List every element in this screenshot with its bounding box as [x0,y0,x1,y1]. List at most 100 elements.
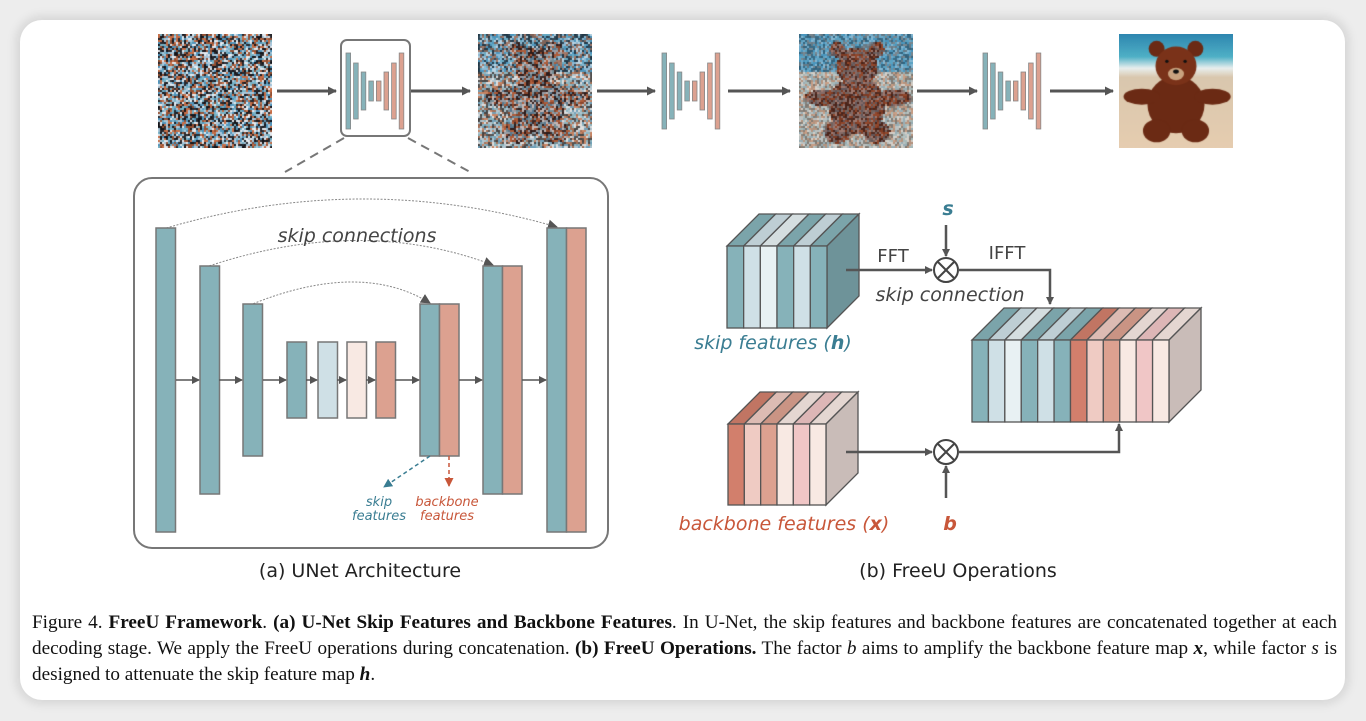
skip-features-pointer [383,455,431,488]
freeu-subcaption: (b) FreeU Operations [859,560,1057,582]
zoom-dashed-line [284,137,345,173]
block-channel [1102,339,1121,423]
skip-arc-inner [249,281,431,306]
block-channel [809,245,828,329]
multiply-operator-s [933,257,959,283]
backbone-features-x-label: backbone features (x) [679,513,890,535]
unet-icon-bar [391,62,397,120]
unet-icon-bar [997,71,1004,111]
fft-label: FFT [877,246,909,267]
block-channel [1004,339,1022,423]
caption-part-b-title: (b) FreeU Operations. [575,638,757,659]
unet-bar [317,341,339,419]
block-channel [1086,339,1104,423]
unet-icon-bar [368,80,374,102]
block-channel [987,339,1006,423]
pipeline-image-noisy-bear [478,34,592,148]
skip-features-label-1: skip [366,495,392,510]
unet-icon-bar [676,71,683,111]
block-channel [727,423,745,506]
unet-bar [286,341,308,419]
unet-icon-bar [990,62,996,120]
unet-icon-bar [699,71,705,111]
block-channel [793,245,811,329]
caption-part-b-text-2: aims to amplify the backbone feature map [861,638,1189,659]
block-channel [1135,339,1154,423]
block-channel [809,423,827,506]
unet-backbone-bar [565,227,587,533]
caption-part-b-text-4: is designed to attenuate the skip featur… [32,638,1338,685]
zoom-dashed-line [407,137,471,173]
caption-part-a-text: In U-Net, the skip features and backbone… [32,612,1338,659]
unet-icon [661,52,721,130]
backbone-features-label-1: backbone [415,495,478,510]
unet-bar [199,265,221,495]
block-channel [792,423,811,506]
caption-figure-number: Figure 4. [32,612,103,633]
unet-skip-bar [546,227,568,533]
unet-icon-bar [383,71,389,111]
caption-var-b: b [846,638,857,659]
unet-icon [982,52,1042,130]
unet-icon-bar [661,52,667,130]
unet-bar [242,303,264,457]
skip-arc-middle [205,240,494,268]
skip-features-block [725,212,861,330]
merge-arrow [958,423,1123,454]
unet-icon-bar [1013,80,1019,102]
unet-icon-bar [398,52,405,130]
s-label: s [942,198,953,220]
caption-title: FreeU Framework [108,612,263,633]
unet-icon-bar [345,52,351,130]
block-channel [726,245,745,329]
block-channel [971,339,990,423]
block-channel [1037,339,1055,423]
unet-icon-bar [1028,62,1034,120]
block-channel [1151,339,1170,423]
unet-icon-bar [684,80,690,102]
unet-icon-bar [707,62,713,120]
unet-icon [345,52,405,130]
unet-skip-bar [419,303,441,457]
backbone-features-label-2: features [420,509,474,524]
caption-var-s: s [1311,638,1319,659]
unet-icon-bar [692,80,698,102]
pipeline-image-final-bear [1119,34,1233,148]
caption-var-x: x [1193,638,1204,659]
skip-features-h-label: skip features (h) [694,332,852,354]
block-channel [759,245,778,329]
ifft-arrow [958,268,1054,305]
unet-bar [346,341,368,419]
unet-icon-bar [1020,71,1026,111]
unet-backbone-bar [438,303,460,457]
caption-part-a-title: (a) U-Net Skip Features and Backbone Fea… [273,612,672,633]
block-channel [776,423,794,506]
skip-arc-outer [162,198,558,230]
b-label: b [943,513,957,535]
unet-icon-bar [1035,52,1042,130]
multiply-operator-b [933,439,959,465]
skip-connection-arcs [162,198,558,306]
skip-connections-label: skip connections [278,225,437,247]
caption-var-h: h [359,664,371,685]
unet-icon-bar [714,52,721,130]
unet-subcaption: (a) UNet Architecture [259,560,461,582]
unet-icon-bar [360,71,367,111]
unet-icon-bar [353,62,359,120]
pipeline-image-noise [158,34,272,148]
block-channel [776,245,795,329]
unet-bar [375,341,397,419]
block-channel [1069,339,1088,423]
ifft-label: IFFT [989,243,1027,264]
block-channel [1053,339,1072,423]
unet-skip-bar [482,265,504,495]
pipeline-image-partial-bear [799,34,913,148]
unet-icon-bar [669,62,675,120]
block-channel [760,423,778,506]
skip-connection-label: skip connection [876,284,1025,306]
unet-icon-bar [1005,80,1011,102]
block-channel [1119,339,1137,423]
figure-caption: Figure 4. FreeU Framework. (a) U-Net Ski… [32,612,1338,685]
block-channel [743,423,762,506]
